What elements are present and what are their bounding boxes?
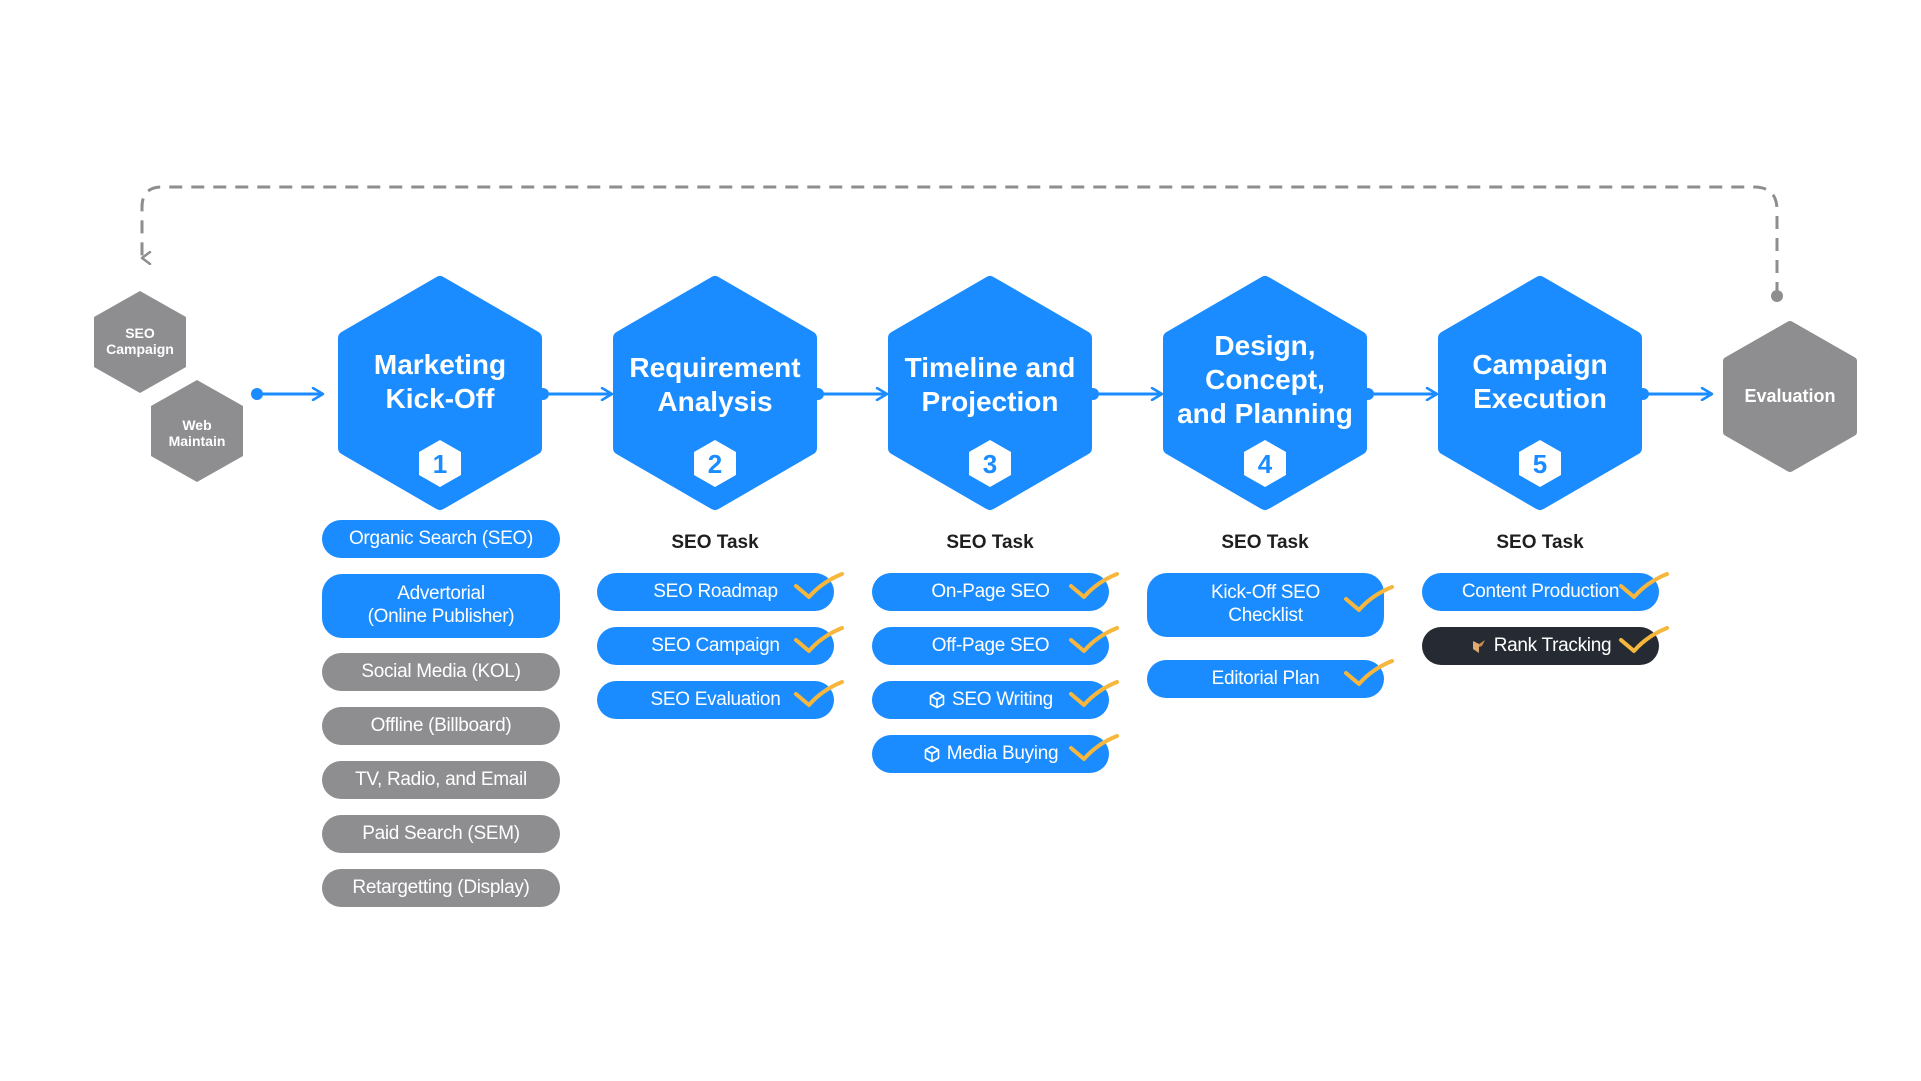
task-editorial-plan[interactable]: Editorial Plan <box>1147 660 1384 698</box>
channel-label: Paid Search (SEM) <box>362 822 520 844</box>
channel-organic-search[interactable]: Organic Search (SEO) <box>322 520 560 558</box>
stage-title-line: Marketing <box>374 349 506 380</box>
channel-advertorial[interactable]: Advertorial(Online Publisher) <box>322 574 560 638</box>
connector-start-to-1 <box>251 388 323 400</box>
connector-2-to-3 <box>812 388 887 400</box>
stage-1-hexagon: Marketing Kick-Off 1 <box>338 276 542 510</box>
channel-label-line1: Advertorial(Online Publisher) <box>367 583 515 627</box>
task-seo-campaign[interactable]: SEO Campaign <box>597 627 834 665</box>
task-label: Content Production <box>1461 580 1620 602</box>
task-label: SEO Writing <box>952 688 1053 710</box>
task-heading-stage-5: SEO Task <box>1496 532 1584 553</box>
start-node-line2: Campaign <box>106 341 174 357</box>
task-on-page-seo[interactable]: On-Page SEO <box>872 573 1109 611</box>
channel-social-media[interactable]: Social Media (KOL) <box>322 653 560 691</box>
task-label: Editorial Plan <box>1211 667 1320 689</box>
start-node-line1: Web <box>182 417 211 433</box>
evaluation-label: Evaluation <box>1744 386 1835 406</box>
start-node-line2: Maintain <box>169 433 226 449</box>
check-icon <box>1342 657 1396 691</box>
loop-back-dashed-line <box>140 185 1779 295</box>
task-heading-stage-4: SEO Task <box>1221 532 1309 553</box>
stage-number: 1 <box>433 449 447 479</box>
connector-5-to-evaluation <box>1637 388 1712 400</box>
stage-number: 3 <box>983 449 997 479</box>
stage-title-line: Projection <box>922 386 1059 417</box>
task-seo-roadmap[interactable]: SEO Roadmap <box>597 573 834 611</box>
task-seo-evaluation[interactable]: SEO Evaluation <box>597 681 834 719</box>
task-label: Off-Page SEO <box>931 634 1050 656</box>
task-heading-stage-2: SEO Task <box>671 532 759 553</box>
connector-3-to-4 <box>1087 388 1162 400</box>
check-icon <box>1067 678 1121 712</box>
evaluation-node: Evaluation <box>1723 321 1857 472</box>
check-icon <box>792 678 846 712</box>
stage-4-hexagon: Design, Concept, and Planning 4 <box>1163 276 1367 510</box>
stage-title-line: Kick-Off <box>386 383 496 414</box>
task-label: On-Page SEO <box>931 580 1050 602</box>
task-label: Rank Tracking <box>1493 634 1612 656</box>
check-icon <box>792 570 846 604</box>
stage-number: 2 <box>708 449 722 479</box>
channel-label: Retargetting (Display) <box>352 876 530 898</box>
stage-number: 4 <box>1258 449 1273 479</box>
channel-offline[interactable]: Offline (Billboard) <box>322 707 560 745</box>
task-label: SEO Campaign <box>651 634 780 656</box>
channel-paid-search[interactable]: Paid Search (SEM) <box>322 815 560 853</box>
cube-icon <box>928 691 946 709</box>
check-icon <box>1067 732 1121 766</box>
stage-title-line: Campaign <box>1472 349 1607 380</box>
check-icon <box>1617 624 1671 658</box>
check-icon <box>1067 624 1121 658</box>
stage-title-line: Requirement <box>629 352 800 383</box>
stage-title-line: Design, <box>1214 330 1315 361</box>
task-content-production[interactable]: Content Production <box>1422 573 1659 611</box>
connector-1-to-2 <box>537 388 612 400</box>
task-label: Media Buying <box>946 742 1059 764</box>
connector-4-to-5 <box>1362 388 1437 400</box>
start-node-web-maintain: Web Maintain <box>151 380 243 482</box>
stage-title-line: and Planning <box>1177 398 1353 429</box>
stage-title-line: Concept, <box>1205 364 1325 395</box>
channel-label: TV, Radio, and Email <box>355 768 527 790</box>
stage-title-line: Analysis <box>657 386 772 417</box>
channel-label: Social Media (KOL) <box>361 660 521 682</box>
channel-label: Organic Search (SEO) <box>348 527 534 549</box>
channel-retargetting[interactable]: Retargetting (Display) <box>322 869 560 907</box>
cube-icon <box>923 745 941 763</box>
check-icon <box>792 624 846 658</box>
task-heading-stage-3: SEO Task <box>946 532 1034 553</box>
channel-label: Offline (Billboard) <box>370 714 512 736</box>
task-seo-writing[interactable]: SEO Writing <box>872 681 1109 719</box>
task-rank-tracking[interactable]: Rank Tracking <box>1422 627 1659 665</box>
channel-tv-radio-email[interactable]: TV, Radio, and Email <box>322 761 560 799</box>
stage-number: 5 <box>1533 449 1547 479</box>
task-label: SEO Roadmap <box>653 580 778 602</box>
stage-5-hexagon: Campaign Execution 5 <box>1438 276 1642 510</box>
stage-title-line: Timeline and <box>905 352 1076 383</box>
start-node-seo-campaign: SEO Campaign <box>94 291 186 393</box>
stage-title-line: Execution <box>1473 383 1607 414</box>
task-media-buying[interactable]: Media Buying <box>872 735 1109 773</box>
start-node-line1: SEO <box>125 325 155 341</box>
stage-2-hexagon: Requirement Analysis 2 <box>613 276 817 510</box>
check-icon <box>1067 570 1121 604</box>
task-off-page-seo[interactable]: Off-Page SEO <box>872 627 1109 665</box>
stage-3-hexagon: Timeline and Projection 3 <box>888 276 1092 510</box>
check-icon <box>1342 583 1396 617</box>
check-icon <box>1617 570 1671 604</box>
task-label: SEO Evaluation <box>650 688 781 710</box>
loop-start-dot <box>1771 290 1783 302</box>
rank-logo-icon <box>1470 637 1488 655</box>
